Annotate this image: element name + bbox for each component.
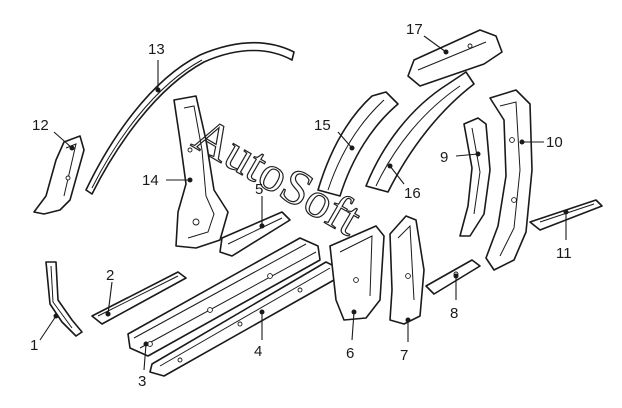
part-14-b-pillar bbox=[173, 95, 229, 249]
part-6-lower-pillar bbox=[329, 225, 385, 321]
callout-1: 1 bbox=[30, 337, 38, 354]
callout-2: 2 bbox=[106, 267, 114, 284]
callout-13: 13 bbox=[148, 41, 165, 58]
callout-5: 5 bbox=[255, 181, 263, 198]
part-15-arc-rail bbox=[317, 91, 399, 197]
callout-7: 7 bbox=[400, 347, 408, 364]
callout-14: 14 bbox=[142, 172, 159, 189]
callout-16: 16 bbox=[404, 185, 421, 202]
part-7-center-pillar bbox=[389, 215, 425, 325]
part-17-top-piece bbox=[407, 29, 503, 87]
part-3-rocker-panel bbox=[127, 237, 321, 357]
callout-8: 8 bbox=[450, 305, 458, 322]
part-12-pillar-piece bbox=[33, 135, 85, 215]
callout-15: 15 bbox=[314, 117, 331, 134]
part-9-rear-arc bbox=[459, 117, 491, 237]
callouts: 1 2 3 4 5 6 7 8 9 10 bbox=[30, 21, 572, 390]
callout-12: 12 bbox=[32, 117, 49, 134]
callout-17: 17 bbox=[406, 21, 423, 38]
part-13-roof-rail bbox=[85, 41, 295, 195]
callout-10: 10 bbox=[546, 134, 563, 151]
part-8-strip bbox=[425, 259, 481, 295]
callout-9: 9 bbox=[440, 149, 448, 166]
callout-11: 11 bbox=[556, 245, 572, 262]
callout-3: 3 bbox=[138, 373, 146, 390]
part-16-arc-inner bbox=[365, 71, 475, 193]
callout-4: 4 bbox=[254, 343, 262, 360]
callout-6: 6 bbox=[346, 345, 354, 362]
part-1-lower-strip bbox=[45, 261, 83, 337]
part-10-rear-pillar bbox=[485, 89, 533, 271]
